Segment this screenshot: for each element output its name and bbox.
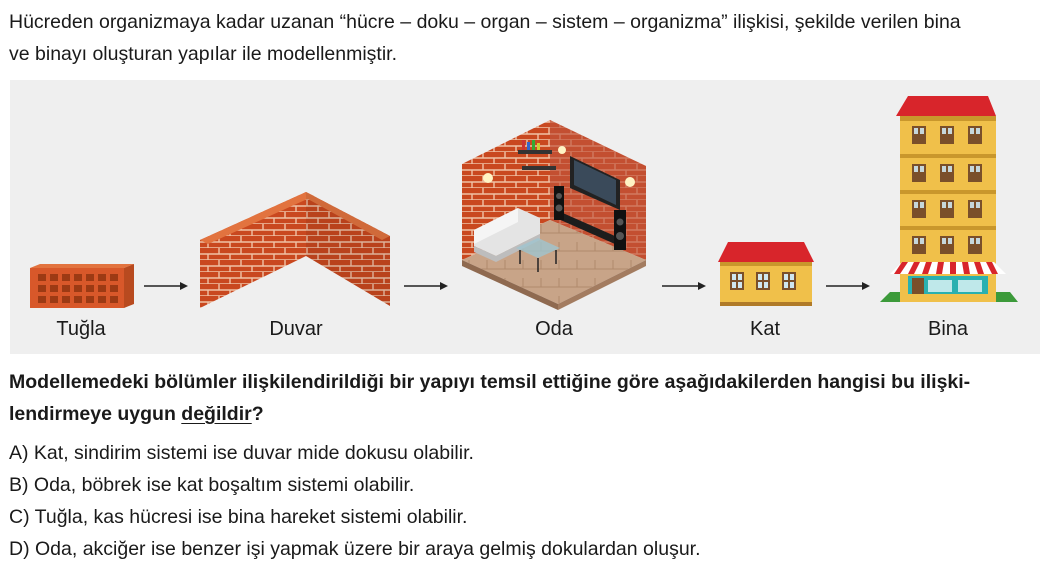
option-text: Oda, böbrek ise kat boşaltım sistemi ola… <box>33 474 415 496</box>
option-text: Oda, akciğer ise benzer işi yapmak üzere… <box>35 538 701 560</box>
arrow-icon <box>662 282 706 290</box>
question-line-1: Modellemedeki bölümler ilişkilendirildiğ… <box>9 371 971 393</box>
label-wall: Duvar <box>269 318 323 340</box>
building-illustration <box>880 96 1018 302</box>
question-emphasis: değildir <box>181 403 252 425</box>
brick-illustration <box>30 264 134 308</box>
arrow-icon <box>144 282 188 290</box>
option-letter: A) <box>9 442 29 464</box>
wall-illustration <box>200 192 390 308</box>
option-text: Kat, sindirim sistemi ise duvar mide dok… <box>33 442 474 464</box>
label-floor: Kat <box>749 318 781 340</box>
option-letter: D) <box>9 538 30 560</box>
option-d[interactable]: D) Oda, akciğer ise benzer işi yapmak üz… <box>9 533 701 565</box>
question-text: Modellemedeki bölümler ilişkilendirildiğ… <box>9 366 1049 430</box>
option-letter: B) <box>9 474 29 496</box>
option-c[interactable]: C) Tuğla, kas hücresi ise bina hareket s… <box>9 501 701 533</box>
question-line-2-prefix: lendirmeye uygun <box>9 403 176 425</box>
room-illustration <box>462 120 646 310</box>
arrow-icon <box>826 282 870 290</box>
answer-options: A) Kat, sindirim sistemi ise duvar mide … <box>9 437 701 565</box>
floor-illustration <box>718 242 814 306</box>
model-illustration <box>30 96 1018 310</box>
intro-line-1: Hücreden organizmaya kadar uzanan “hücre… <box>9 11 961 33</box>
model-figure: Tuğla Duvar Oda Kat Bina <box>10 80 1040 354</box>
option-text: Tuğla, kas hücresi ise bina hareket sist… <box>34 506 468 528</box>
arrow-icon <box>404 282 448 290</box>
intro-text: Hücreden organizmaya kadar uzanan “hücre… <box>9 6 1049 70</box>
label-room: Oda <box>535 318 573 340</box>
option-b[interactable]: B) Oda, böbrek ise kat boşaltım sistemi … <box>9 469 701 501</box>
option-letter: C) <box>9 506 30 528</box>
label-brick: Tuğla <box>56 318 106 340</box>
label-building: Bina <box>927 318 969 340</box>
question-mark: ? <box>251 403 264 425</box>
intro-line-2: ve binayı oluşturan yapılar ile modellen… <box>9 43 398 65</box>
option-a[interactable]: A) Kat, sindirim sistemi ise duvar mide … <box>9 437 701 469</box>
